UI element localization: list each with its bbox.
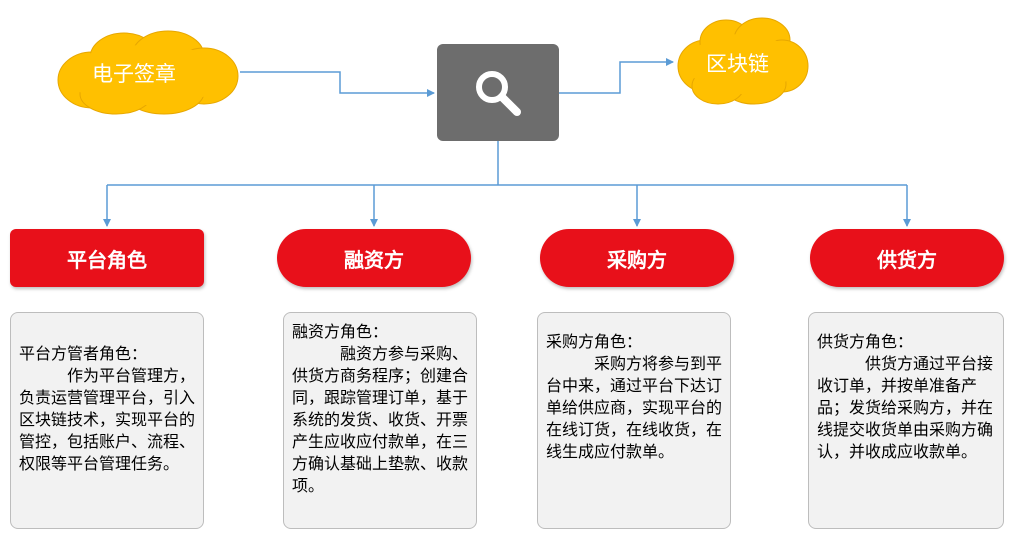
search-hub — [437, 44, 559, 141]
financier-description-body: 融资方参与采购、供货方商务程序；创建合同，跟踪管理订单，基于系统的发货、收货、开… — [292, 344, 469, 495]
platform-description-heading: 平台方管者角色： — [19, 344, 148, 363]
role-platform: 平台角色 — [10, 229, 204, 287]
role-financier-title: 融资方 — [344, 247, 404, 272]
blockchain-cloud: 区块链 — [670, 14, 810, 108]
cloud-icon — [57, 30, 239, 115]
e-signature-label: 电子签章 — [92, 62, 176, 86]
supplier-description-heading: 供货方角色： — [817, 332, 914, 351]
role-purchaser: 采购方 — [540, 229, 734, 287]
role-platform-title: 平台角色 — [67, 247, 147, 272]
role-supplier-title: 供货方 — [877, 247, 937, 272]
role-supplier: 供货方 — [810, 229, 1004, 287]
blockchain-label: 区块链 — [706, 52, 769, 76]
cloud-icon — [677, 17, 809, 105]
search-icon — [476, 70, 521, 116]
financier-description: 融资方角色： 融资方参与采购、供货方商务程序；创建合同，跟踪管理订单，基于系统的… — [283, 312, 477, 529]
supplier-description-body: 供货方通过平台接收订单，并按单准备产品；发货给采购方，并在线提交收货单由采购方确… — [817, 354, 994, 461]
e-signature-cloud: 电子签章 — [44, 28, 244, 118]
purchaser-description-body: 采购方将参与到平台中来，通过平台下达订单给供应商，实现平台的在线订货，在线收货，… — [546, 354, 723, 461]
role-purchaser-title: 采购方 — [607, 247, 667, 272]
purchaser-description: 采购方角色： 采购方将参与到平台中来，通过平台下达订单给供应商，实现平台的在线订… — [537, 312, 731, 529]
platform-description: 平台方管者角色： 作为平台管理方，负责运营管理平台，引入区块链技术，实现平台的管… — [10, 312, 204, 529]
role-financier: 融资方 — [277, 229, 471, 287]
financier-description-heading: 融资方角色： — [292, 322, 389, 341]
platform-description-body: 作为平台管理方，负责运营管理平台，引入区块链技术，实现平台的管控，包括账户、流程… — [19, 366, 196, 473]
arrow-cloud-to-hub — [240, 71, 435, 97]
supplier-description: 供货方角色： 供货方通过平台接收订单，并按单准备产品；发货给采购方，并在线提交收… — [808, 312, 1004, 529]
purchaser-description-heading: 采购方角色： — [546, 332, 643, 351]
arrow-hub-to-blockchain — [559, 58, 674, 94]
